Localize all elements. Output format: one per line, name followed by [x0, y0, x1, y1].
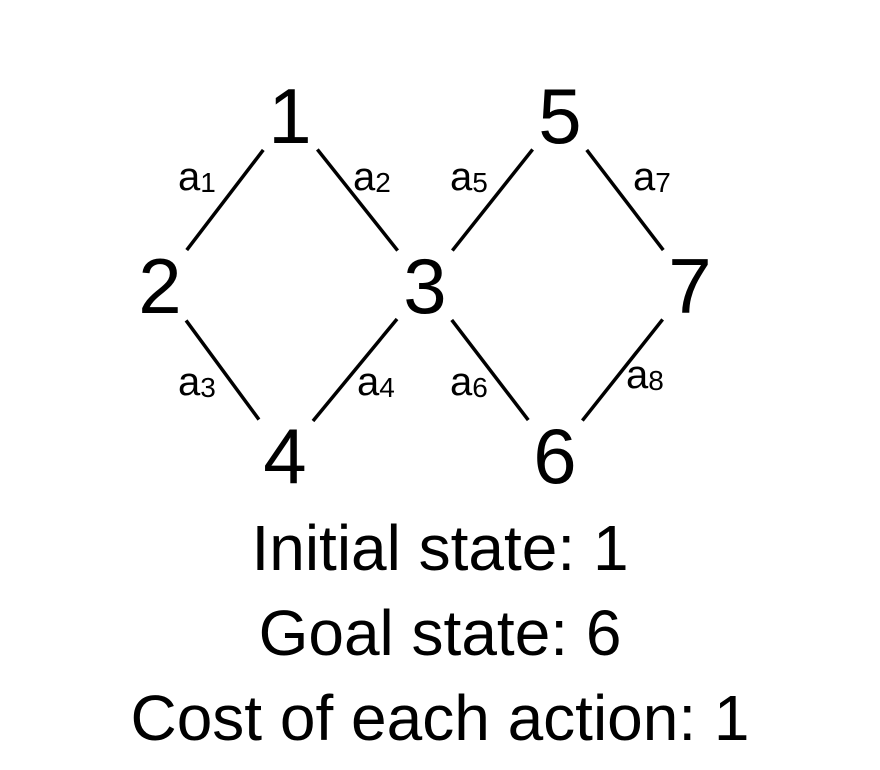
node-4: 4	[263, 412, 306, 500]
edge-label-a5: a5	[450, 155, 488, 199]
node-1: 1	[268, 72, 311, 160]
edge-2-4	[184, 319, 261, 421]
goal-state-label: Goal state:	[258, 597, 569, 669]
node-2: 2	[138, 242, 181, 330]
edge-1-2	[185, 148, 265, 252]
edge-label-a2: a2	[353, 155, 391, 199]
initial-state-line: Initial state: 1	[0, 516, 880, 580]
initial-state-value: 1	[592, 512, 629, 584]
edge-1-3	[315, 148, 400, 252]
node-6: 6	[533, 412, 576, 500]
edge-label-a1: a1	[178, 155, 216, 199]
edge-7-6	[580, 318, 665, 422]
goal-state-value: 6	[585, 597, 622, 669]
edge-labels-layer: a1 a2 a3 a4 a5 a6 a7 a8	[178, 155, 671, 404]
edge-label-a6: a6	[450, 360, 488, 404]
nodes-layer: 12 3 4 5 6 7	[138, 72, 711, 500]
goal-state-line: Goal state: 6	[0, 601, 880, 665]
node-5: 5	[538, 72, 581, 160]
action-cost-label: Cost of each action:	[130, 682, 697, 754]
action-cost-value: 1	[713, 682, 750, 754]
edge-label-a8: a8	[626, 353, 664, 397]
edge-5-7	[585, 148, 665, 252]
edges-layer	[184, 148, 665, 423]
edge-3-5	[450, 148, 535, 252]
edge-3-4	[311, 317, 399, 423]
edge-label-a4: a4	[357, 360, 395, 404]
action-cost-line: Cost of each action: 1	[0, 686, 880, 750]
edge-label-a3: a3	[178, 360, 216, 404]
node-7: 7	[668, 242, 711, 330]
edge-3-6	[450, 318, 530, 422]
state-graph: a1 a2 a3 a4 a5 a6 a7 a8 12 3 4 5 6 7	[138, 72, 711, 500]
initial-state-label: Initial state:	[251, 512, 576, 584]
edge-label-a7: a7	[633, 155, 671, 199]
node-3: 3	[403, 242, 446, 330]
